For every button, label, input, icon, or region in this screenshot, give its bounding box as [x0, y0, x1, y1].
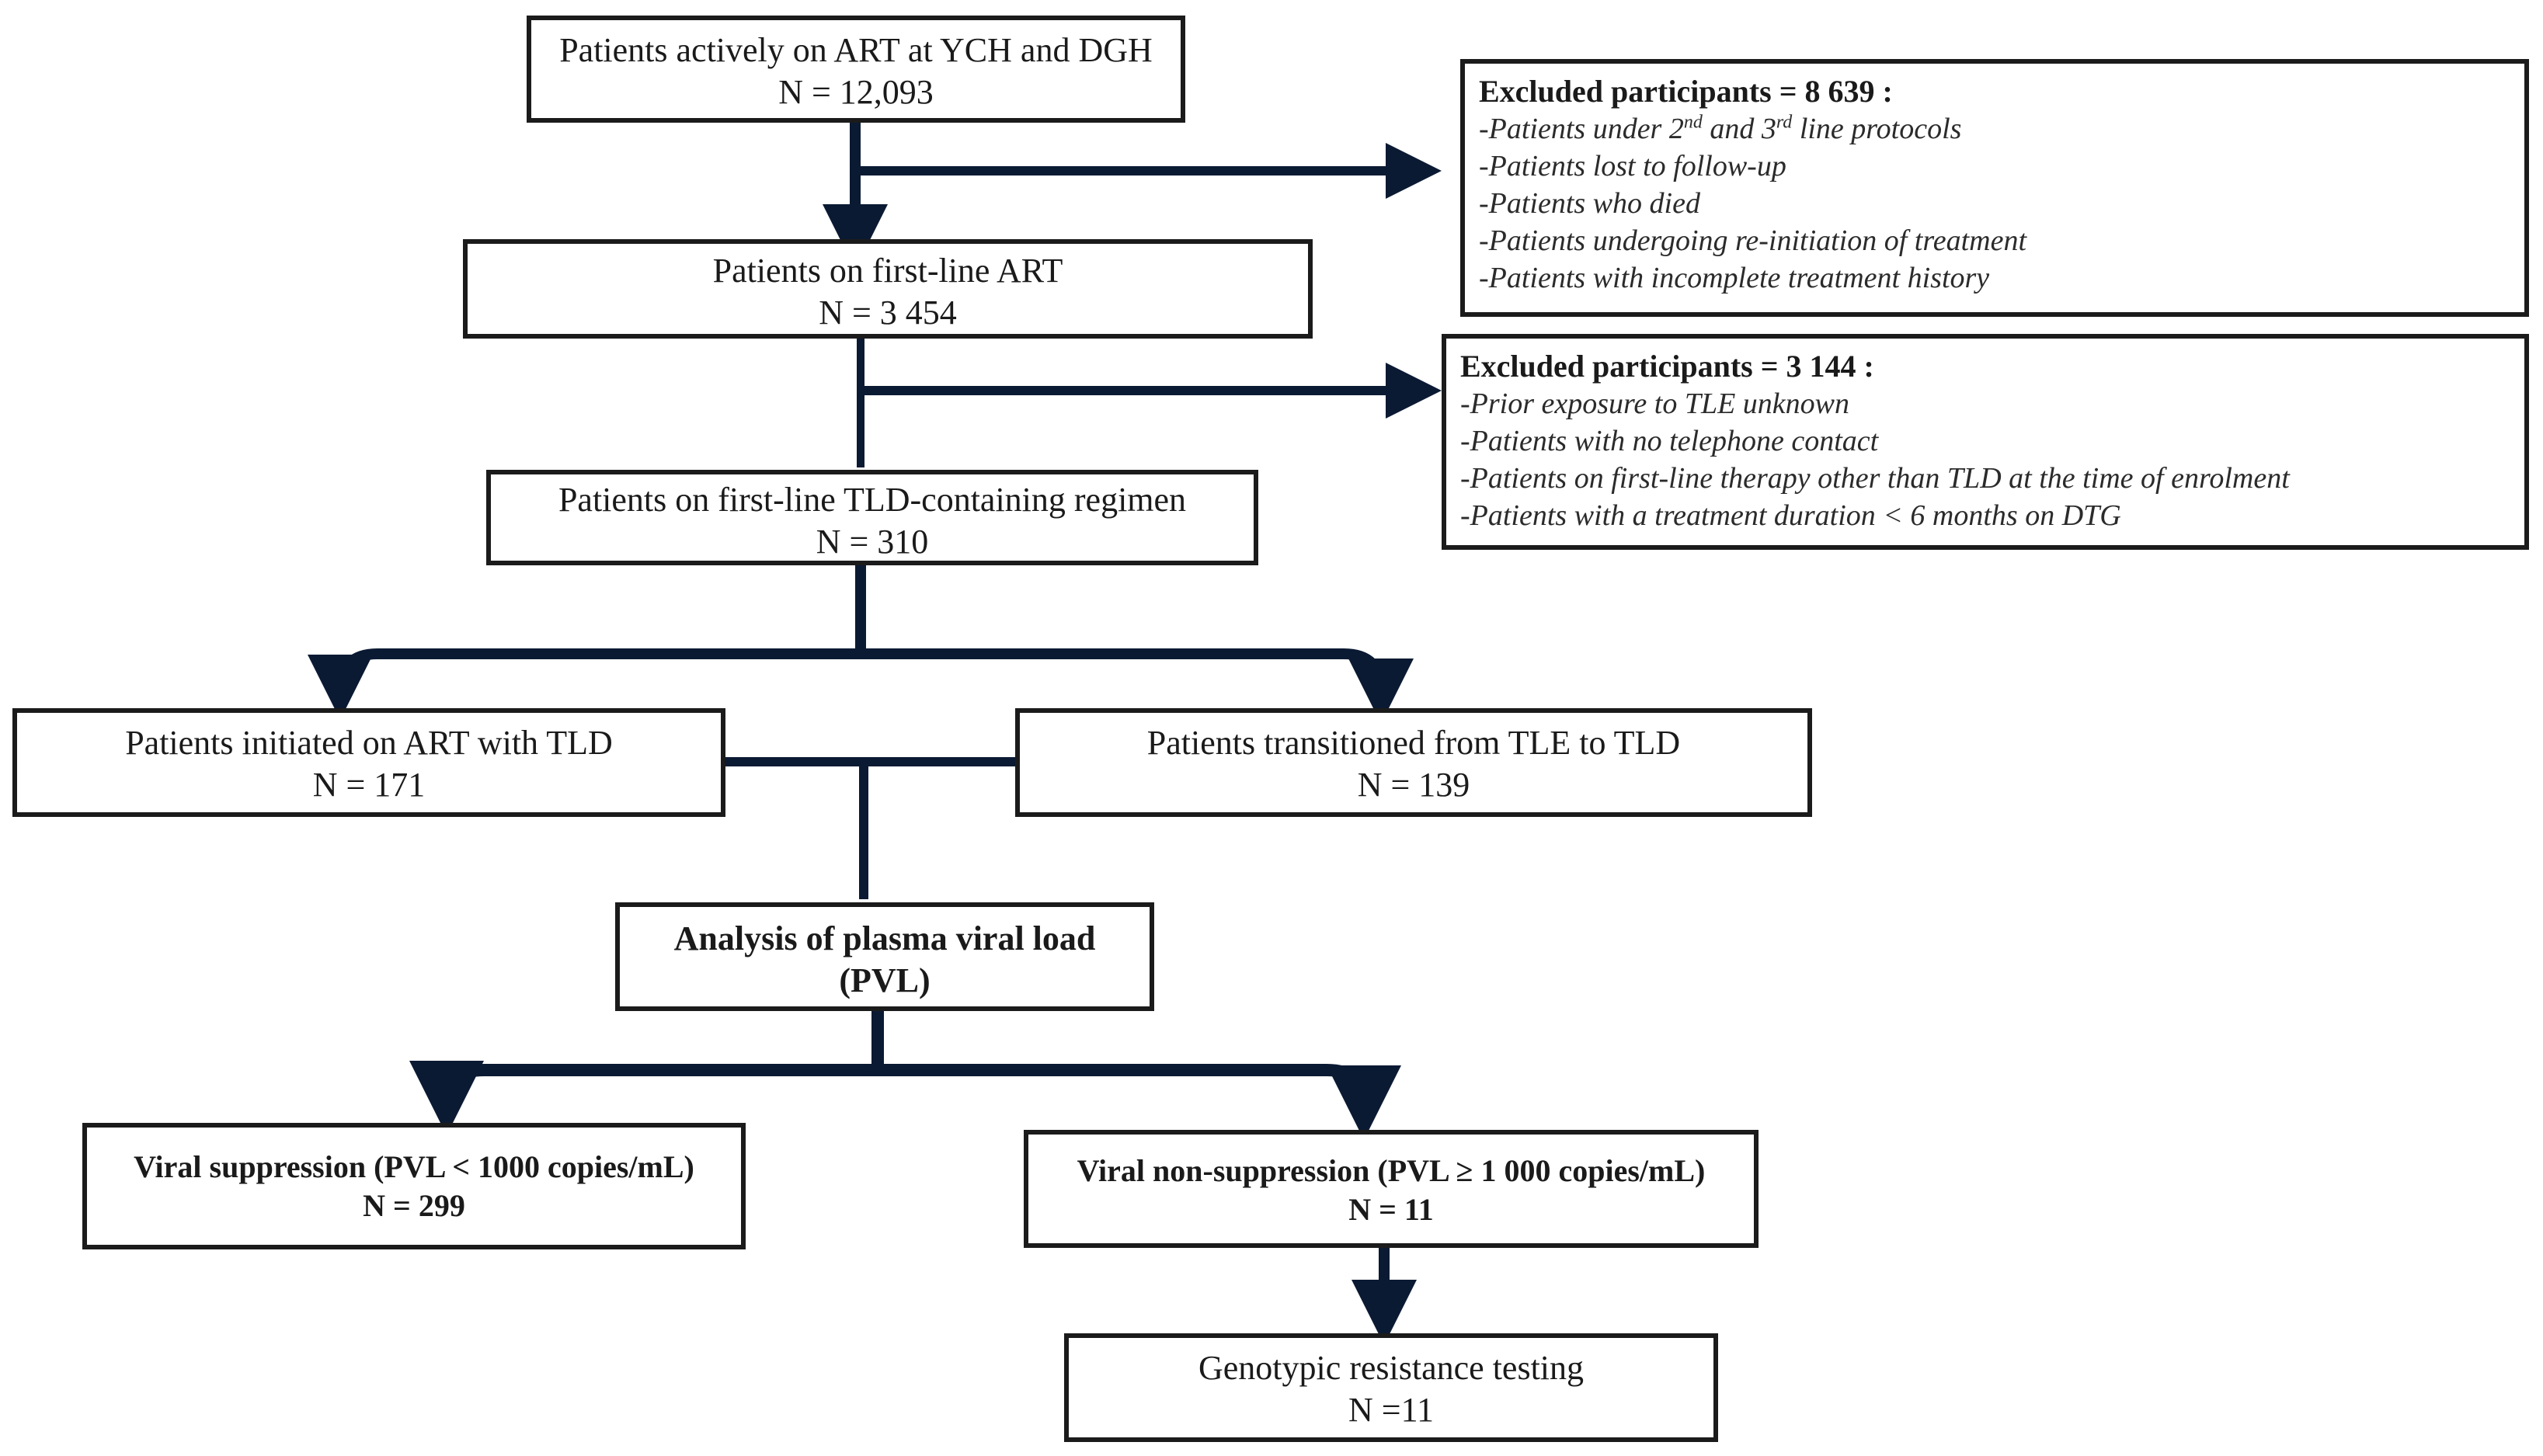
exclusion-2-item-no-telephone: -Patients with no telephone contact	[1460, 425, 1879, 457]
exclusion-2-title: Excluded participants = 3 144 :	[1460, 349, 1874, 384]
box-viral-non-suppression: Viral non-suppression (PVL ≥ 1 000 copie…	[1024, 1130, 1759, 1248]
box-tld-count: N = 310	[816, 523, 929, 561]
box-first-line-art: Patients on first-line ART N = 3 454	[463, 239, 1313, 339]
connector-split-1	[335, 648, 1414, 724]
box-tld-label: Patients on first-line TLD-containing re…	[558, 481, 1187, 519]
box-genotypic-count: N =11	[1348, 1391, 1434, 1429]
box-initiated-count: N = 171	[312, 766, 426, 804]
connector-split-2	[440, 1064, 1401, 1140]
exclusion-1-item-died: -Patients who died	[1479, 187, 1700, 220]
box-pvl-abbrev: (PVL)	[839, 961, 931, 999]
box-non-suppression-label: Viral non-suppression (PVL ≥ 1 000 copie…	[1077, 1153, 1706, 1188]
box-suppression-count: N = 299	[363, 1188, 465, 1223]
box-tld-regimen: Patients on first-line TLD-containing re…	[486, 470, 1258, 565]
exclusion-1-item-lost: -Patients lost to follow-up	[1479, 150, 1786, 182]
exclusion-1-item-protocols: -Patients under 2nd and 3rd line protoco…	[1479, 112, 1962, 145]
box-first-line-count: N = 3 454	[819, 294, 957, 332]
box-initiated-tld: Patients initiated on ART with TLD N = 1…	[12, 708, 725, 817]
box-pvl-label: Analysis of plasma viral load	[673, 919, 1096, 957]
exclusion-1-item-incomplete: -Patients with incomplete treatment hist…	[1479, 262, 1990, 294]
exclusion-1-item-reinitiation: -Patients undergoing re-initiation of tr…	[1479, 224, 2027, 257]
box-active-on-art: Patients actively on ART at YCH and DGH …	[527, 16, 1185, 123]
box-suppression-label: Viral suppression (PVL < 1000 copies/mL)	[134, 1149, 694, 1184]
exclusion-2-item-tle-unknown: -Prior exposure to TLE unknown	[1460, 387, 1850, 420]
box-initiated-label: Patients initiated on ART with TLD	[125, 724, 613, 762]
exclusion-box-2: Excluded participants = 3 144 : -Prior e…	[1442, 334, 2529, 550]
box-active-label: Patients actively on ART at YCH and DGH	[559, 31, 1153, 69]
box-genotypic-testing: Genotypic resistance testing N =11	[1064, 1333, 1718, 1442]
exclusion-1-title: Excluded participants = 8 639 :	[1479, 74, 1893, 109]
exclusion-box-1: Excluded participants = 8 639 : -Patient…	[1460, 59, 2529, 317]
box-pvl-analysis: Analysis of plasma viral load (PVL)	[615, 902, 1154, 1011]
box-first-line-label: Patients on first-line ART	[712, 252, 1063, 290]
box-transitioned-label: Patients transitioned from TLE to TLD	[1146, 724, 1681, 762]
exclusion-2-item-other-therapy: -Patients on first-line therapy other th…	[1460, 462, 2290, 495]
box-transitioned-count: N = 139	[1357, 766, 1470, 804]
box-genotypic-label: Genotypic resistance testing	[1198, 1349, 1585, 1387]
exclusion-2-item-duration: -Patients with a treatment duration < 6 …	[1460, 499, 2121, 532]
box-active-count: N = 12,093	[778, 73, 934, 111]
box-non-suppression-count: N = 11	[1348, 1192, 1434, 1227]
box-viral-suppression: Viral suppression (PVL < 1000 copies/mL)…	[82, 1123, 746, 1249]
box-transitioned: Patients transitioned from TLE to TLD N …	[1015, 708, 1812, 817]
